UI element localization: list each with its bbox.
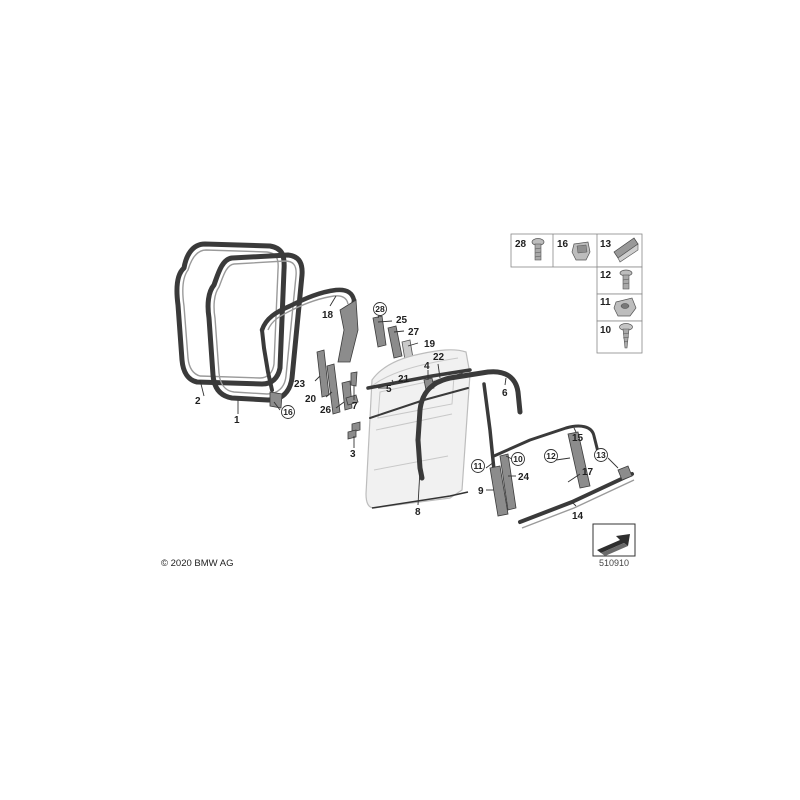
label-16: 16	[283, 407, 293, 417]
orientation-box	[592, 523, 636, 557]
circle-28	[373, 302, 387, 316]
screw-12-icon	[619, 269, 633, 290]
legend-label-11: 11	[600, 297, 611, 308]
trim-strip-20	[326, 363, 341, 415]
circle-11	[471, 459, 485, 473]
clip-16-icon	[571, 241, 591, 261]
pillar-cover-17	[567, 431, 591, 489]
label-19: 19	[424, 339, 436, 350]
belt-moulding-21	[366, 368, 472, 390]
label-15: 15	[572, 433, 584, 444]
pillar-trim-9	[489, 465, 509, 517]
legend-label-10: 10	[600, 325, 612, 336]
label-3: 3	[350, 449, 356, 460]
label-10: 10	[513, 454, 523, 464]
pillar-trim-24	[499, 453, 517, 511]
nut-11-icon	[613, 297, 637, 317]
window-seal-15	[492, 424, 600, 458]
label-8: 8	[415, 507, 421, 518]
label-22: 22	[433, 352, 445, 363]
label-13: 13	[596, 450, 606, 460]
window-channel-seal	[259, 287, 359, 392]
circle-13	[594, 448, 608, 462]
clip-7	[350, 371, 358, 387]
circle-10	[511, 452, 525, 466]
label-14: 14	[572, 511, 584, 522]
fastener-legend: 28 16 13 12 11 10	[510, 233, 643, 354]
seal-inner-door	[205, 252, 305, 403]
label-9: 9	[478, 486, 484, 497]
sill-line	[371, 491, 469, 509]
label-28: 28	[375, 304, 385, 314]
legend-label-28: 28	[515, 239, 527, 250]
part-numbers: 2 1 18 23 20 26 7 3 25 27 19 21 5 4 22 6…	[195, 310, 594, 522]
legend-label-12: 12	[600, 270, 612, 281]
circle-16	[281, 405, 295, 419]
copyright-notice: © 2020 BMW AG	[161, 558, 233, 569]
label-4: 4	[424, 361, 430, 372]
label-20: 20	[305, 394, 317, 405]
label-11: 11	[474, 461, 483, 471]
diagram-reference-number: 510910	[599, 558, 629, 568]
trim-25	[372, 315, 387, 348]
strip-end-13	[617, 465, 633, 481]
label-12: 12	[546, 451, 556, 461]
label-21: 21	[398, 374, 410, 385]
legend-cell-12	[596, 266, 643, 295]
label-24: 24	[518, 472, 530, 483]
label-27: 27	[408, 327, 420, 338]
label-25: 25	[396, 315, 408, 326]
strip-13-icon	[613, 237, 639, 263]
bracket-26	[341, 380, 359, 411]
trim-27	[387, 325, 403, 359]
legend-label-13: 13	[600, 239, 612, 250]
circle-12	[544, 449, 558, 463]
orientation-arrow-icon	[597, 534, 630, 553]
label-7: 7	[352, 401, 358, 412]
screw-10-icon	[619, 323, 633, 349]
label-23: 23	[294, 379, 306, 390]
trim-strip-23	[316, 349, 330, 398]
seal-end-clip	[269, 391, 283, 409]
label-26: 26	[320, 405, 332, 416]
screw-28-icon	[531, 238, 545, 261]
label-6: 6	[502, 388, 508, 399]
label-17: 17	[582, 467, 594, 478]
legend-label-16: 16	[557, 239, 569, 250]
label-1: 1	[234, 415, 240, 426]
label-18: 18	[322, 310, 334, 321]
leader-lines	[199, 295, 619, 507]
label-5: 5	[386, 384, 392, 395]
circled-numbers: 16 28 11 10 12 13	[281, 302, 608, 473]
label-2: 2	[195, 396, 201, 407]
